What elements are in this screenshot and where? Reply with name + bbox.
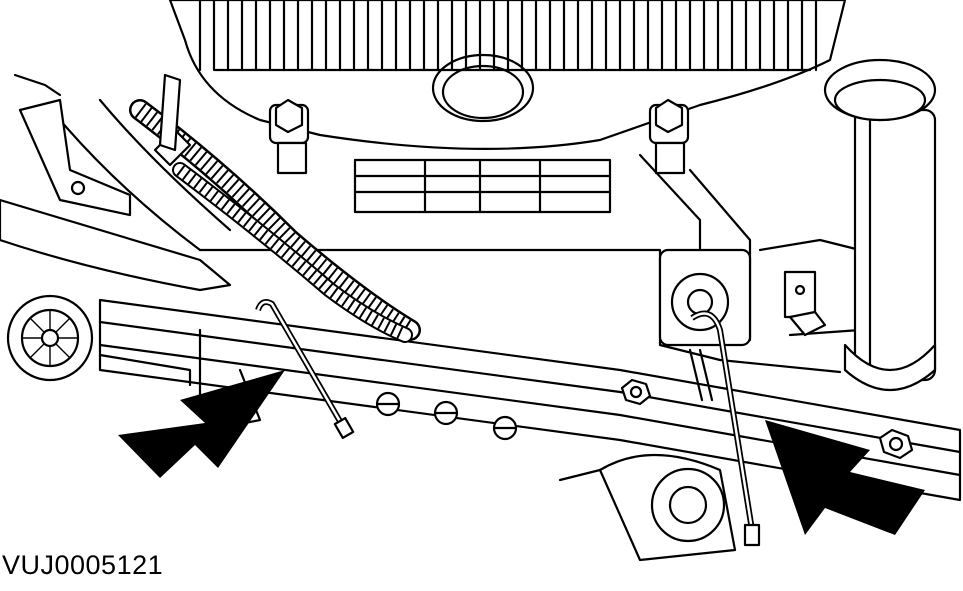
pulley-spoke: [55, 343, 71, 359]
lower-left-details: [98, 353, 602, 482]
mount-bushing: [658, 248, 752, 347]
left-cable-tie: [255, 299, 355, 440]
figure-reference-code: VUJ0005121: [2, 550, 164, 580]
pulley-spoke: [29, 343, 45, 359]
left-bracket: [0, 73, 232, 292]
cooling-fins: [198, 0, 818, 72]
pan-bolt-left: [268, 98, 310, 175]
pulley-spoke: [29, 317, 45, 333]
nut-center: [620, 378, 652, 406]
callout-arrow-left: [118, 370, 285, 478]
left-pulley: [6, 294, 94, 382]
pulley-spokes: [22, 310, 78, 366]
vent-grille: [353, 158, 612, 214]
pulley-spoke: [55, 317, 71, 333]
callout-arrow-right: [765, 420, 925, 535]
wiring-harness: [129, 73, 421, 343]
strut: [823, 58, 937, 391]
adjuster-screws: [375, 391, 518, 441]
nut-right: [878, 428, 914, 460]
pan-bolt-right: [648, 98, 690, 175]
right-cable-tie: [688, 310, 761, 547]
clip-bracket: [783, 270, 827, 337]
lower-bushing: [598, 453, 737, 562]
